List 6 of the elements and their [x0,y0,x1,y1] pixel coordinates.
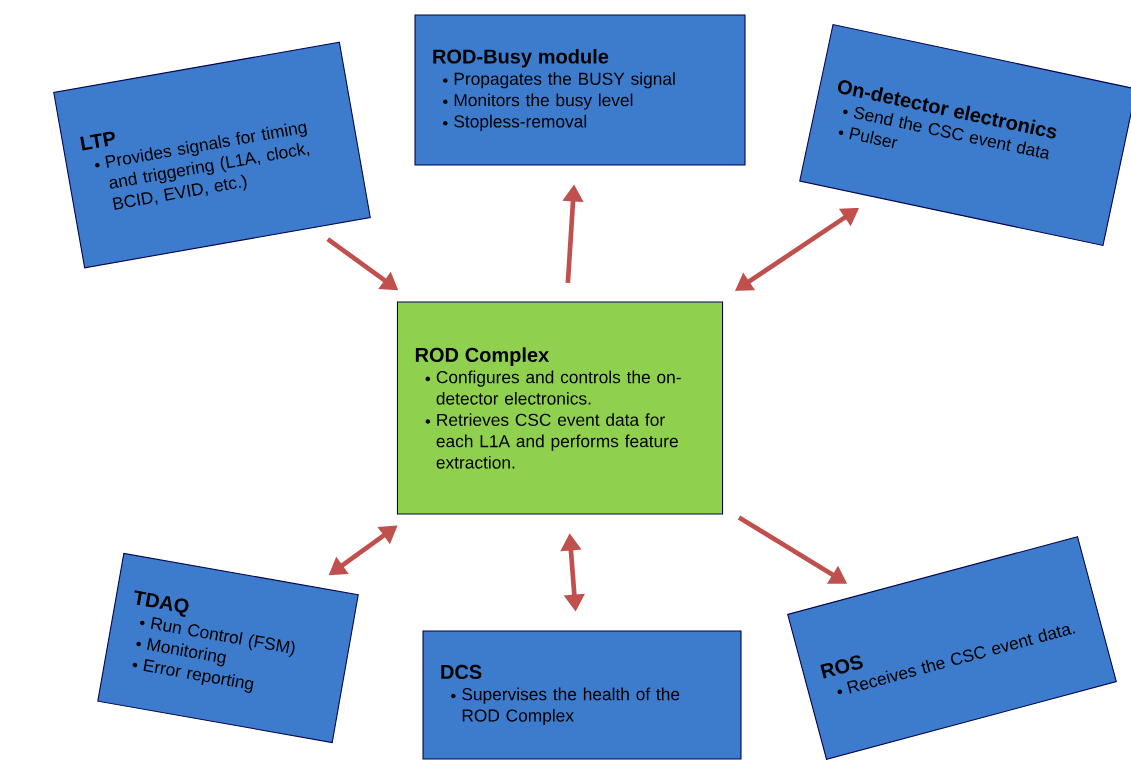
text-box: ROD-Busy module Propagates the BUSY signal Monitors the busy level Stopless-removal [414,14,746,166]
text-box: LTP Provides signals for timing and triggering (L1A, clock, BCID, EVID, etc.) [53,41,371,269]
text-box: ROD Complex Configures and controls the on-detector electronics. Retrieves CSC event data for each L1A and performs feature extraction. [396,301,724,515]
text-box: DCS Supervises the health of the ROD Complex [422,630,742,760]
text-box: TDAQ Run Control (FSM) Monitoring Error reporting [97,552,359,744]
text-box: ROS Receives the CSC event data. [787,536,1117,760]
